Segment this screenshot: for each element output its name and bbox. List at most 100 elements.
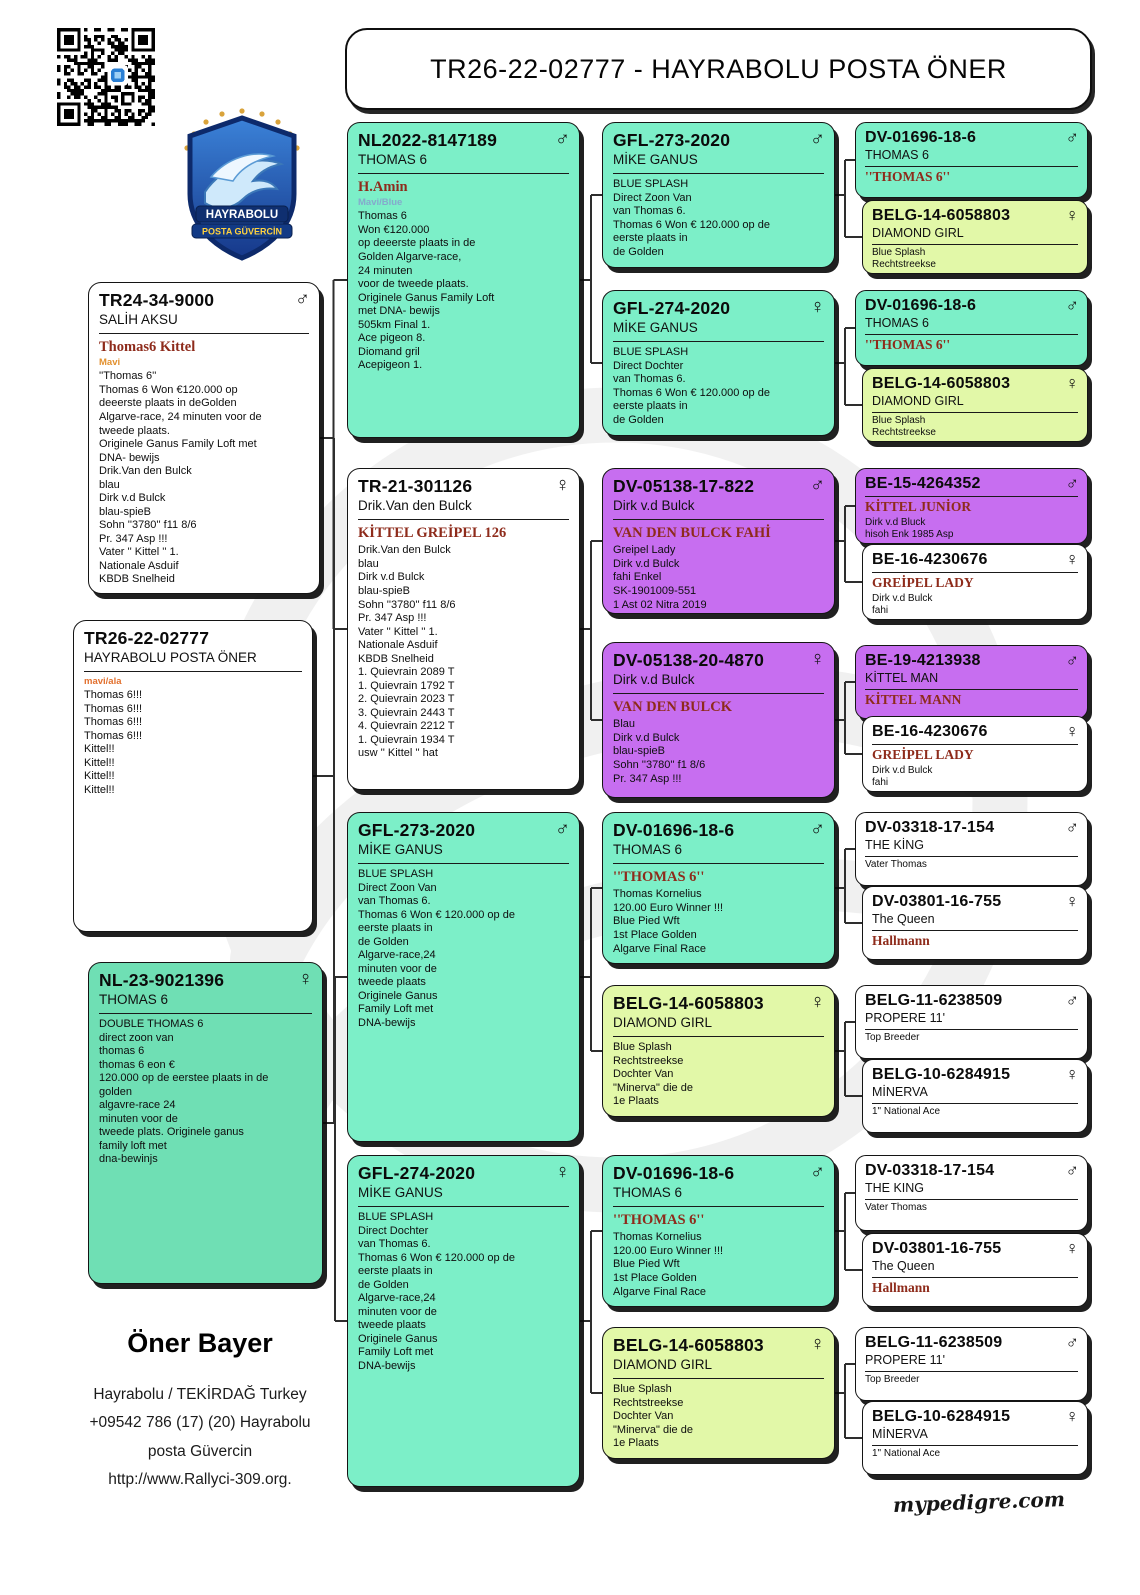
pedigree-notes: BLUE SPLASH Direct Dochter van Thomas 6.… bbox=[358, 1211, 515, 1372]
ring-number: BE-16-4230676 bbox=[872, 723, 988, 740]
color-label: mavi/ala bbox=[84, 676, 122, 688]
ring-number: GFL-273-2020 bbox=[613, 130, 731, 150]
color-label: Mavi bbox=[99, 357, 121, 369]
ring-number: BELG-14-6058803 bbox=[613, 1335, 764, 1355]
header-divider bbox=[865, 166, 1078, 168]
pigeon-name: MİNERVA bbox=[872, 1427, 928, 1442]
contact-phone: +09542 786 (17) (20) Hayrabolu bbox=[89, 1414, 311, 1432]
female-icon: ♀ bbox=[1065, 1064, 1080, 1084]
ring-number: GFL-273-2020 bbox=[358, 820, 476, 840]
pigeon-name: THOMAS 6 bbox=[99, 992, 169, 1008]
strain-label: ''THOMAS 6'' bbox=[613, 1212, 705, 1229]
header-divider bbox=[872, 412, 1078, 414]
pigeon-name: KİTTEL MAN bbox=[865, 671, 939, 686]
strain-label: ''THOMAS 6'' bbox=[865, 337, 951, 353]
header-divider bbox=[358, 1206, 569, 1208]
female-icon: ♀ bbox=[298, 968, 313, 990]
logo-title: HAYRABOLU bbox=[206, 209, 278, 221]
pigeon-name: THOMAS 6 bbox=[613, 842, 683, 858]
female-icon: ♀ bbox=[810, 296, 825, 318]
ring-number: NL-23-9021396 bbox=[99, 970, 225, 990]
header-divider bbox=[872, 1445, 1078, 1447]
title-bar: TR26-22-02777 - HAYRABOLU POSTA ÖNER bbox=[345, 28, 1092, 110]
header-divider bbox=[613, 519, 824, 521]
header-divider bbox=[613, 863, 824, 865]
header-divider bbox=[872, 572, 1078, 574]
header-divider bbox=[865, 334, 1078, 336]
pigeon-name: PROPERE 11' bbox=[865, 1011, 945, 1026]
pigeon-name: THE KING bbox=[865, 1181, 925, 1196]
strain-label: ''THOMAS 6'' bbox=[865, 169, 951, 185]
strain-label: KİTTEL MANN bbox=[865, 692, 962, 708]
ring-number: DV-03801-16-755 bbox=[872, 893, 1002, 910]
female-icon: ♀ bbox=[1065, 891, 1080, 911]
female-icon: ♀ bbox=[1065, 205, 1080, 225]
ring-number: BE-19-4213938 bbox=[865, 652, 981, 669]
header-divider bbox=[872, 744, 1078, 746]
male-icon: ♂ bbox=[810, 474, 825, 496]
logo-subtitle: POSTA GÜVERCİN bbox=[202, 227, 282, 237]
ring-number: DV-05138-17-822 bbox=[613, 476, 755, 496]
pigeon-name: DIAMOND GIRL bbox=[872, 226, 964, 241]
strain-label: VAN DEN BULCK bbox=[613, 699, 732, 716]
ring-number: TR-21-301126 bbox=[358, 476, 473, 496]
header-divider bbox=[872, 1277, 1078, 1279]
pigeon-icon bbox=[204, 159, 285, 209]
header-divider bbox=[84, 671, 302, 673]
pigeon-name: MİKE GANUS bbox=[358, 842, 443, 858]
color-label: Mavi/Blue bbox=[358, 197, 403, 209]
male-icon: ♂ bbox=[555, 818, 570, 840]
ring-number: DV-03801-16-755 bbox=[872, 1240, 1002, 1257]
pigeon-name: The Queen bbox=[872, 912, 935, 927]
male-icon: ♂ bbox=[1065, 990, 1080, 1010]
header-divider bbox=[865, 1029, 1078, 1031]
ring-number: DV-01696-18-6 bbox=[865, 297, 977, 314]
page-title: TR26-22-02777 - HAYRABOLU POSTA ÖNER bbox=[430, 53, 1007, 84]
pigeon-name: Dirk v.d Bulck bbox=[613, 672, 695, 688]
pedigree-notes: Blue Splash Rechtstreekse Dochter Van "M… bbox=[613, 1383, 693, 1450]
website-link[interactable]: http://www.Rallyci-309.org. bbox=[108, 1471, 292, 1489]
male-icon: ♂ bbox=[810, 818, 825, 840]
pedigree-notes: Top Breeder bbox=[865, 1374, 920, 1386]
male-icon: ♂ bbox=[810, 1161, 825, 1183]
pedigree-notes: Vater Thomas bbox=[865, 859, 927, 871]
header-divider bbox=[358, 863, 569, 865]
ring-number: DV-01696-18-6 bbox=[613, 1163, 735, 1183]
ring-number: BELG-11-6238509 bbox=[865, 992, 1003, 1009]
header-divider bbox=[865, 1199, 1078, 1201]
header-divider bbox=[865, 496, 1078, 498]
pigeon-name: MİNERVA bbox=[872, 1085, 928, 1100]
pedigree-notes: Dirk v.d Bulck fahi bbox=[872, 765, 933, 789]
male-icon: ♂ bbox=[295, 288, 310, 310]
site-credit[interactable]: mypedigre.com bbox=[892, 1487, 1066, 1517]
pedigree-notes: Thomas Kornelius 120.00 Euro Winner !!! … bbox=[613, 1231, 724, 1298]
club-logo: HAYRABOLU POSTA GÜVERCİN bbox=[166, 106, 318, 268]
header-divider bbox=[865, 1371, 1078, 1373]
female-icon: ♀ bbox=[1065, 721, 1080, 741]
pigeon-name: MİKE GANUS bbox=[358, 1185, 443, 1201]
header-divider bbox=[872, 244, 1078, 246]
pigeon-name: DIAMOND GIRL bbox=[613, 1357, 713, 1373]
pigeon-name: HAYRABOLU POSTA ÖNER bbox=[84, 650, 257, 666]
female-icon: ♀ bbox=[1065, 1238, 1080, 1258]
male-icon: ♂ bbox=[1065, 817, 1080, 837]
pedigree-notes: DOUBLE THOMAS 6 direct zoon van thomas 6… bbox=[99, 1018, 269, 1166]
pigeon-name: THOMAS 6 bbox=[613, 1185, 683, 1201]
